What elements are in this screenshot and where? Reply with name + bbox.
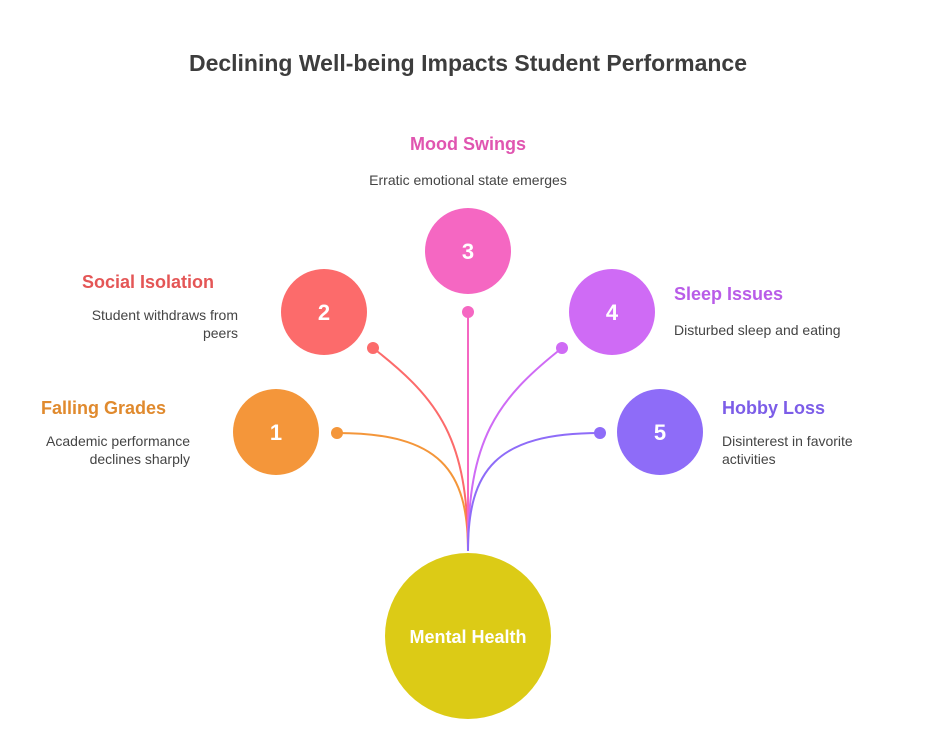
step-number-2: 2 xyxy=(318,300,330,325)
step-circle-1: 1 xyxy=(233,389,319,475)
connector-2 xyxy=(372,347,469,552)
connector-dot-3 xyxy=(462,306,474,318)
connector-4 xyxy=(467,347,563,552)
connector-dot-1 xyxy=(331,427,343,439)
connector-dot-2 xyxy=(367,342,379,354)
item-description-social-isolation: Student withdraws from peers xyxy=(91,307,238,341)
page-title: Declining Well-being Impacts Student Per… xyxy=(188,50,748,76)
item-title-falling-grades: Falling Grades xyxy=(40,398,166,418)
connector-1 xyxy=(336,432,469,552)
connector-dot-5 xyxy=(594,427,606,439)
connector-dot-4 xyxy=(556,342,568,354)
item-title-sleep-issues: Sleep Issues xyxy=(674,284,784,304)
item-description-hobby-loss: Disinterest in favorite activities xyxy=(722,433,853,467)
item-title-social-isolation: Social Isolation xyxy=(81,272,214,292)
step-number-3: 3 xyxy=(462,239,474,264)
step-circle-5: 5 xyxy=(617,389,703,475)
step-circle-2: 2 xyxy=(281,269,367,355)
step-number-5: 5 xyxy=(654,420,666,445)
center-node: Mental Health xyxy=(385,553,551,719)
item-title-mood-swings: Mood Swings xyxy=(410,134,526,154)
item-description-falling-grades: Academic performance declines sharply xyxy=(46,433,190,467)
step-number-4: 4 xyxy=(606,300,619,325)
item-description-mood-swings: Erratic emotional state emerges xyxy=(369,172,567,188)
connector-5 xyxy=(467,432,601,552)
item-title-hobby-loss: Hobby Loss xyxy=(722,398,826,418)
center-label: Mental Health xyxy=(409,627,526,647)
item-description-sleep-issues: Disturbed sleep and eating xyxy=(674,322,841,338)
step-circle-4: 4 xyxy=(569,269,655,355)
step-circle-3: 3 xyxy=(425,208,511,294)
step-number-1: 1 xyxy=(270,420,282,445)
